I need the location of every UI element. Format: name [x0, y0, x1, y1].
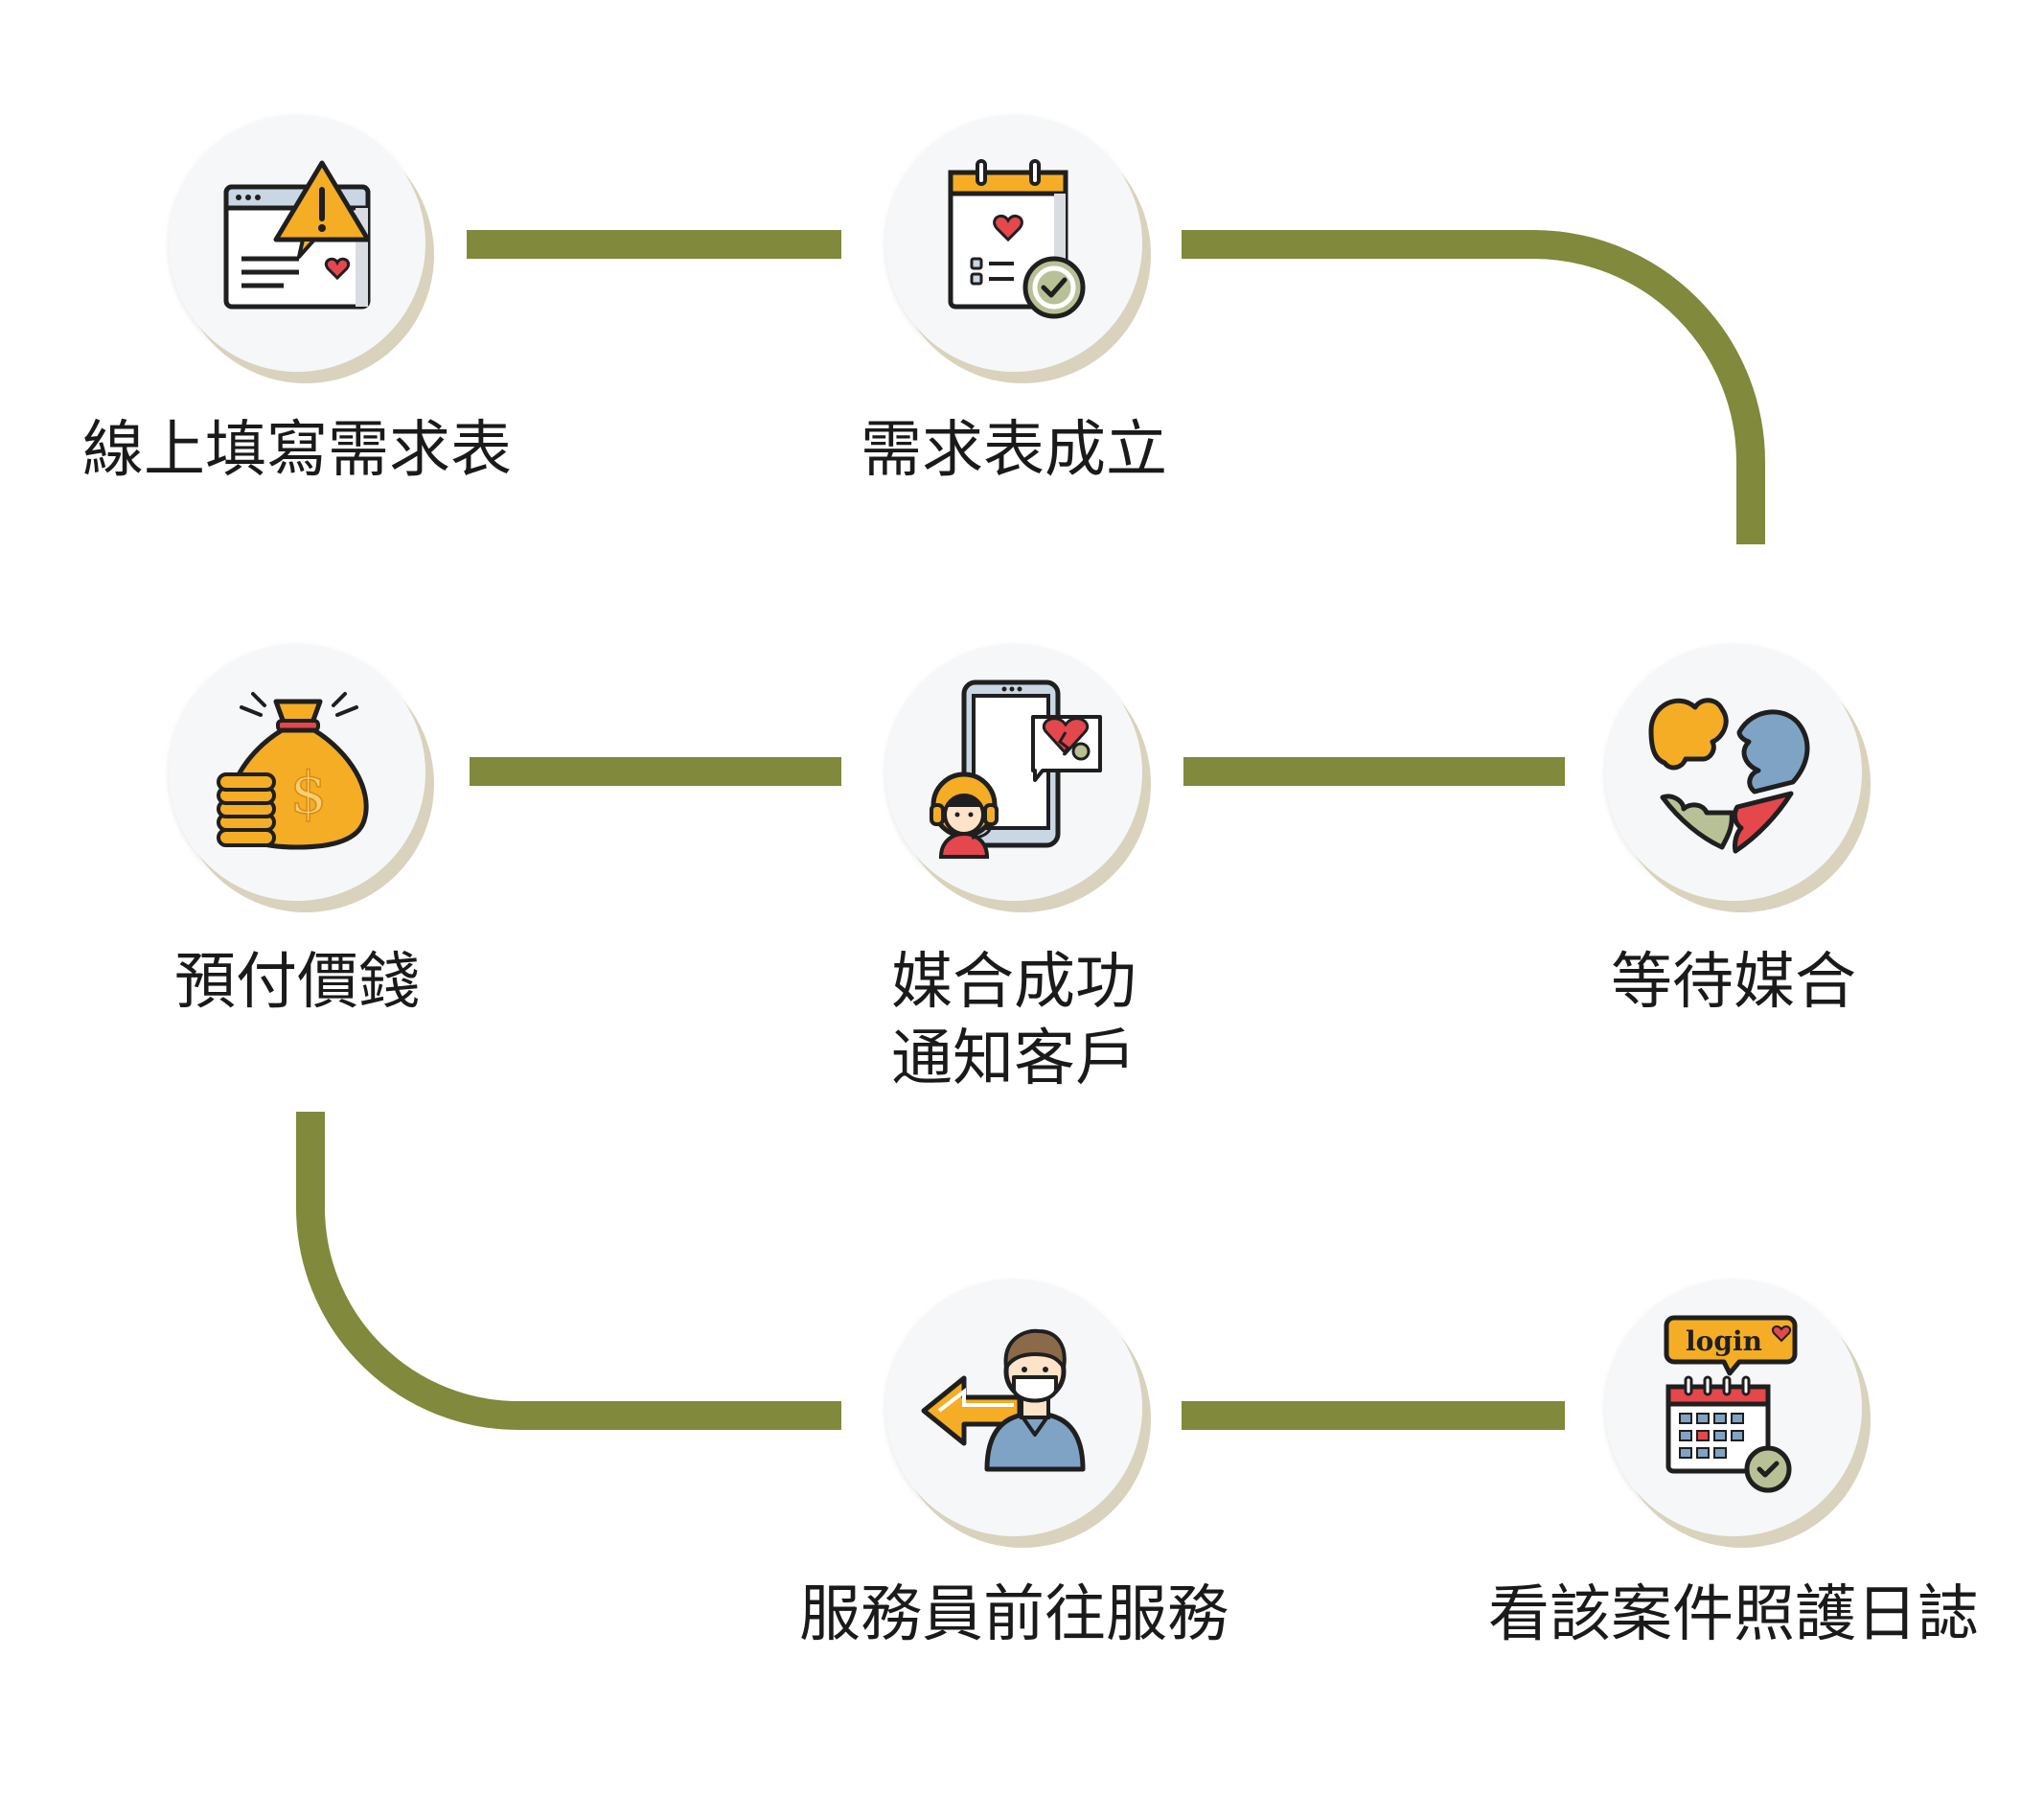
step-label-wait-match: 等待媒合 [1611, 947, 1856, 1018]
step-node-match-success [885, 644, 1142, 901]
connector-5-6 [296, 1112, 841, 1430]
step-node-care-log: login [1605, 1279, 1862, 1536]
step-node-wait-match [1605, 644, 1862, 901]
step-label-staff-service: 服務員前往服務 [799, 1579, 1229, 1650]
step-node-staff-service [885, 1279, 1142, 1536]
login-badge-text: login [1686, 1325, 1762, 1357]
connector-2-3 [1182, 230, 1765, 544]
svg-text:$: $ [290, 760, 327, 827]
step-node-prepay: $ [169, 644, 425, 901]
login-calendar-icon: login [1664, 1315, 1798, 1493]
step-label-care-log: 看該案件照護日誌 [1488, 1579, 1979, 1650]
form-alert-icon [223, 160, 371, 310]
step-label-form-created: 需求表成立 [861, 415, 1167, 486]
step-label-fill-form: 線上填寫需求表 [82, 415, 512, 486]
step-label-match-success: 媒合成功 通知客戶 [891, 947, 1137, 1094]
step-node-fill-form [169, 115, 425, 372]
puzzle-heart-icon [1648, 698, 1810, 854]
step-node-form-created [885, 115, 1142, 372]
money-bag-icon: $ [217, 692, 369, 850]
phone-support-icon [930, 679, 1102, 859]
calendar-check-icon [948, 159, 1086, 319]
staff-arrow-icon [921, 1328, 1086, 1472]
step-label-prepay: 預付價錢 [174, 947, 420, 1018]
